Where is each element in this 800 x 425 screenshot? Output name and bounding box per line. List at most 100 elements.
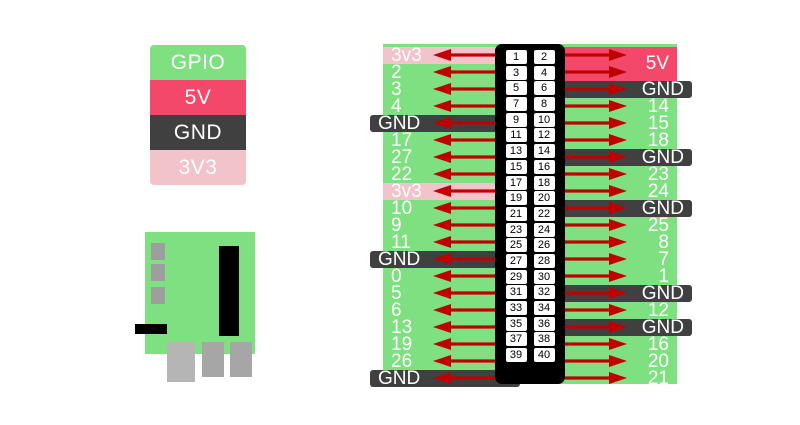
pin-label-l-1[interactable]: 2 — [391, 62, 402, 83]
pin-number-29[interactable]: 29 — [505, 269, 527, 284]
pin-number-37[interactable]: 37 — [505, 332, 527, 347]
pin-number-17[interactable]: 17 — [505, 175, 527, 190]
pin-label-l-2[interactable]: 3 — [391, 79, 402, 100]
pin-number-6[interactable]: 6 — [533, 81, 555, 96]
pin-number-row: 23 24 — [505, 222, 555, 237]
arrow-l-8 — [433, 184, 495, 198]
legend-label-3v3: 3V3 — [178, 155, 218, 179]
pin-label-r-8[interactable]: 24 — [647, 181, 669, 202]
pin-label-r-13[interactable]: 1 — [658, 266, 669, 287]
pin-number-25[interactable]: 25 — [505, 238, 527, 253]
pin-label-r-7[interactable]: 23 — [647, 164, 669, 185]
arrow-l-9 — [433, 201, 495, 215]
pin-number-36[interactable]: 36 — [533, 316, 555, 331]
pin-number-35[interactable]: 35 — [505, 316, 527, 331]
pin-number-4[interactable]: 4 — [533, 65, 555, 80]
arrow-l-17 — [433, 337, 495, 351]
pin-label-r-18[interactable]: 20 — [647, 351, 669, 372]
arrow-r-17 — [565, 337, 627, 351]
pin-label-r-4[interactable]: 15 — [647, 113, 669, 134]
arrow-l-19 — [433, 371, 495, 385]
pin-label-l-15[interactable]: 6 — [391, 300, 402, 321]
pin-number-39[interactable]: 39 — [505, 348, 527, 363]
pin-label-l-11[interactable]: 11 — [391, 232, 411, 253]
legend: GPIO 5V GND 3V3 — [150, 45, 246, 185]
pin-number-13[interactable]: 13 — [505, 144, 527, 159]
pin-number-7[interactable]: 7 — [505, 97, 527, 112]
arrow-l-7 — [433, 167, 495, 181]
pin-label-l-14[interactable]: 5 — [391, 283, 402, 304]
board-black-connector — [135, 324, 167, 334]
arrow-l-1 — [433, 65, 495, 79]
pin-number-26[interactable]: 26 — [533, 238, 555, 253]
pin-label-l-17[interactable]: 19 — [391, 334, 413, 355]
pin-label-r-5[interactable]: 18 — [647, 130, 669, 151]
pin-label-l-5[interactable]: 17 — [391, 130, 413, 151]
pin-number-38[interactable]: 38 — [533, 332, 555, 347]
arrow-r-5 — [565, 133, 627, 147]
pin-label-l-6[interactable]: 27 — [391, 147, 413, 168]
arrow-l-13 — [433, 269, 495, 283]
pin-number-30[interactable]: 30 — [533, 269, 555, 284]
legend-label-gpio: GPIO — [170, 50, 226, 74]
board-side-pad-2 — [151, 264, 165, 281]
pin-number-33[interactable]: 33 — [505, 301, 527, 315]
pin-number-20[interactable]: 20 — [533, 191, 555, 206]
pin-label-r-19[interactable]: 21 — [647, 368, 669, 389]
pin-number-14[interactable]: 14 — [533, 144, 555, 159]
arrow-r-9 — [565, 201, 627, 215]
pin-number-32[interactable]: 32 — [533, 285, 555, 300]
pin-label-r-15[interactable]: 12 — [647, 300, 669, 321]
pin-label-r-17[interactable]: 16 — [647, 334, 669, 355]
pin-number-10[interactable]: 10 — [533, 112, 555, 127]
pin-number-28[interactable]: 28 — [533, 253, 555, 268]
pin-number-row: 9 10 — [505, 112, 555, 127]
pin-number-3[interactable]: 3 — [505, 65, 527, 80]
pin-number-27[interactable]: 27 — [505, 253, 527, 268]
pin-label-r-12[interactable]: 7 — [658, 249, 669, 270]
pin-label-r-10[interactable]: 25 — [647, 215, 669, 236]
pin-number-11[interactable]: 11 — [505, 128, 527, 143]
pin-number-5[interactable]: 5 — [505, 81, 527, 96]
pin-label-l-16[interactable]: 13 — [391, 317, 413, 338]
pin-number-15[interactable]: 15 — [505, 159, 527, 174]
pin-number-row: 25 26 — [505, 238, 555, 253]
pin-number-18[interactable]: 18 — [533, 175, 555, 190]
pin-number-1[interactable]: 1 — [505, 50, 527, 64]
arrow-r-3 — [565, 99, 627, 113]
pin-label-r-3[interactable]: 14 — [647, 96, 669, 117]
arrow-l-10 — [433, 218, 495, 232]
pin-number-8[interactable]: 8 — [533, 97, 555, 112]
pin-number-row: 11 12 — [505, 128, 555, 143]
pin-number-21[interactable]: 21 — [505, 206, 527, 221]
pin-number-row: 37 38 — [505, 332, 555, 347]
arrow-r-14 — [565, 286, 627, 300]
arrow-l-4 — [433, 116, 495, 130]
pin-label-r-11[interactable]: 8 — [658, 232, 669, 253]
pin-number-24[interactable]: 24 — [533, 222, 555, 237]
pin-number-16[interactable]: 16 — [533, 159, 555, 174]
pin-label-l-9[interactable]: 10 — [391, 198, 413, 219]
pin-label-l-7[interactable]: 22 — [391, 164, 413, 185]
pin-number-row: 13 14 — [505, 144, 555, 159]
pin-label-l-18[interactable]: 26 — [391, 351, 413, 372]
pin-number-22[interactable]: 22 — [533, 206, 555, 221]
board-connector-usb-1 — [202, 342, 224, 377]
pin-number-9[interactable]: 9 — [505, 112, 527, 127]
pin-number-2[interactable]: 2 — [533, 50, 555, 64]
pin-number-23[interactable]: 23 — [505, 222, 527, 237]
pin-label-l-13[interactable]: 0 — [391, 266, 402, 287]
pin-number-12[interactable]: 12 — [533, 128, 555, 143]
legend-item-gnd: GND — [150, 115, 246, 150]
board-side-pad-3 — [151, 287, 165, 304]
pin-label-l-3[interactable]: 4 — [391, 96, 402, 117]
arrow-l-18 — [433, 354, 495, 368]
legend-item-gpio: GPIO — [150, 45, 246, 80]
pin-number-40[interactable]: 40 — [533, 348, 555, 363]
pin-number-31[interactable]: 31 — [505, 285, 527, 300]
pin-label-l-10[interactable]: 9 — [391, 215, 402, 236]
pin-number-34[interactable]: 34 — [533, 301, 555, 315]
pin-number-19[interactable]: 19 — [505, 191, 527, 206]
